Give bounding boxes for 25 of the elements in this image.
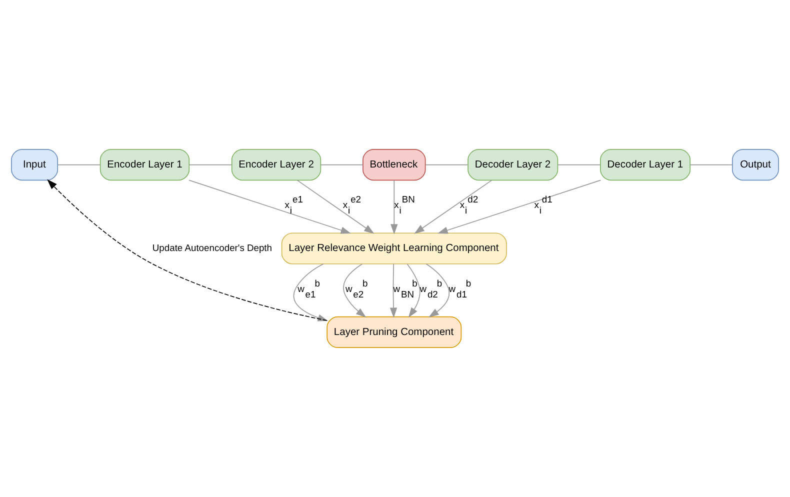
node-box: Input (11, 148, 58, 181)
arrow (438, 180, 602, 234)
arrow (188, 180, 352, 234)
node-box: Bottleneck (362, 148, 426, 181)
connector (690, 164, 733, 166)
connector (188, 164, 232, 166)
connector (320, 164, 364, 166)
arrow (426, 263, 450, 318)
node-box: Decoder Layer 1 (600, 148, 691, 181)
arrow (296, 180, 374, 234)
node-box: Layer Pruning Component (326, 316, 462, 348)
edge-label: Update Autoencoder's Depth (152, 242, 272, 253)
arrow (406, 264, 420, 318)
node-box: Encoder Layer 2 (231, 148, 322, 181)
node-box: Decoder Layer 2 (468, 148, 558, 181)
arrow (343, 264, 366, 318)
node-box: Layer Relevance Weight Learning Component (281, 232, 507, 264)
arrow (414, 180, 492, 234)
connector (57, 164, 101, 166)
connector (557, 164, 601, 166)
arrow (390, 180, 398, 234)
arrow (390, 263, 398, 318)
node-box: Output (732, 148, 779, 181)
connector (425, 164, 468, 166)
node-box: Encoder Layer 1 (100, 148, 190, 181)
